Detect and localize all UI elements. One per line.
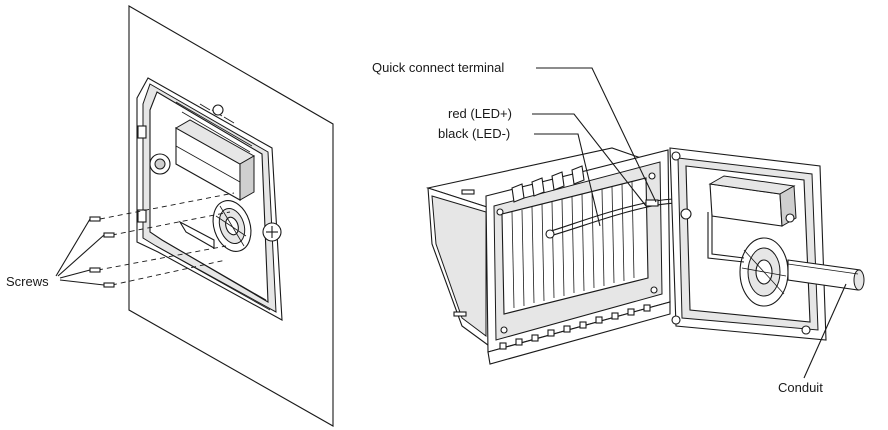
- black-wire-label: black (LED-): [438, 126, 510, 141]
- callout-lines: [532, 67, 847, 379]
- screws-group: [55, 192, 235, 288]
- screws-label: Screws: [6, 274, 49, 289]
- quick-connect-label: Quick connect terminal: [372, 60, 504, 75]
- conduit-label: Conduit: [778, 380, 823, 395]
- fixture-body: [425, 147, 671, 365]
- mount-screw-icon: [453, 189, 475, 317]
- screw-icon: [89, 216, 115, 288]
- red-wire-label: red (LED+): [448, 106, 512, 121]
- fixture-door: [669, 147, 827, 341]
- conduit: [787, 259, 865, 291]
- bottom-bumps: [499, 304, 651, 350]
- heatsink-fins: [511, 181, 635, 309]
